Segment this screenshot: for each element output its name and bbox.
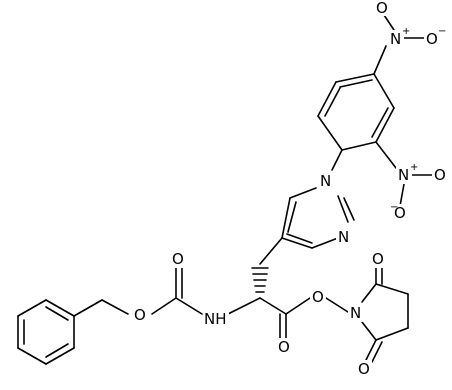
succinimide-ring <box>361 265 409 363</box>
atom-o-nitro-mid-a: O <box>434 166 446 184</box>
atom-o-ester-link: O <box>312 288 324 306</box>
carbamate-bonds <box>73 265 203 317</box>
atom-o-nitro-mid-b: O <box>394 204 406 222</box>
atom-o-nitro-top-b: O <box>426 30 438 48</box>
backbone-bonds <box>227 237 311 339</box>
charge-minus-mid: − <box>390 202 398 213</box>
atom-n-succinimide: N <box>350 304 361 322</box>
atom-labels: O O NH O O N O O N N N + O O − N + O O <box>132 0 452 378</box>
atom-o-succinimide-bottom: O <box>358 360 370 378</box>
atom-n-nitro-mid: N <box>398 166 409 184</box>
atom-n-nitro-top: N <box>390 30 401 48</box>
benzene-ring <box>17 299 75 365</box>
charge-minus-top: − <box>438 26 446 37</box>
atom-o-carbamate-ester: O <box>134 306 146 324</box>
n-aryl-bond <box>331 149 343 171</box>
atom-nh: NH <box>204 310 227 328</box>
atom-n-imidazole-3: N <box>338 228 349 246</box>
charge-plus-mid: + <box>410 162 418 173</box>
dinitrophenyl-ring <box>317 73 395 151</box>
atom-o-ester-carbonyl: O <box>278 338 290 356</box>
ester-link-bonds <box>325 297 349 313</box>
charge-plus-top: + <box>402 26 410 37</box>
atom-o-carbamate-carbonyl: O <box>172 250 184 268</box>
atom-o-succinimide-top: O <box>372 250 384 268</box>
imidazole-ring <box>281 187 355 249</box>
atom-o-nitro-top-a: O <box>376 0 388 17</box>
atom-n-imidazole-1: N <box>320 172 331 190</box>
